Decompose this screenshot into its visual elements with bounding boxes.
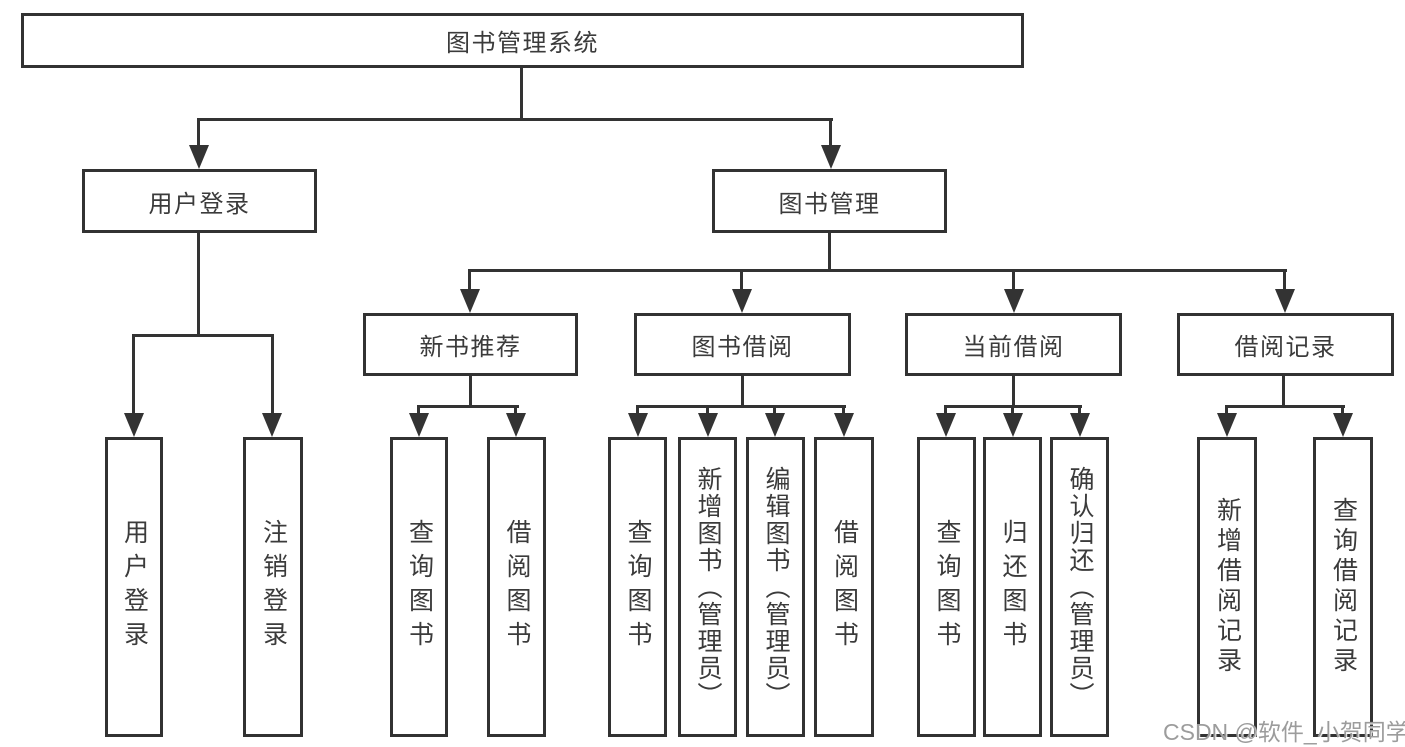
connector-cb-stub-3 [1078, 408, 1081, 416]
node-user-login-label: 用户登录 [148, 190, 251, 218]
arrowhead [1275, 289, 1295, 313]
connector-book-mgmt-split [468, 269, 1287, 272]
connector-cb-trunk [1012, 376, 1015, 407]
leaf-bb-edit-books-admin: 编辑图书（管理员） [746, 437, 805, 737]
connector-cb-stub-2 [1011, 408, 1014, 416]
leaf-user-login-label: 用户登录 [120, 519, 149, 655]
arrowhead [1004, 289, 1024, 313]
arrowhead [460, 289, 480, 313]
csdn-watermark: CSDN @软件_小贺同学 [1163, 719, 1405, 745]
connector-book-mgmt-stub-3 [1012, 272, 1015, 290]
arrowhead [189, 145, 209, 169]
arrowhead [628, 413, 648, 437]
connector-book-mgmt-stub-4 [1283, 272, 1286, 290]
node-book-management: 图书管理 [712, 169, 947, 233]
leaf-br-add-record: 新增借阅记录 [1197, 437, 1257, 737]
arrowhead [936, 413, 956, 437]
node-new-book-recommend-label: 新书推荐 [419, 334, 522, 361]
connector-br-stub-2 [1341, 408, 1344, 416]
leaf-cb-confirm-return-admin: 确认归还（管理员） [1050, 437, 1109, 737]
node-book-borrowing: 图书借阅 [634, 313, 851, 376]
leaf-bb-add-books-admin: 新增图书（管理员） [678, 437, 737, 737]
arrowhead [1217, 413, 1237, 437]
connector-root-trunk [520, 68, 523, 121]
connector-book-mgmt-trunk [828, 233, 831, 271]
node-root: 图书管理系统 [21, 13, 1024, 68]
arrowhead [732, 289, 752, 313]
connector-root-split [197, 118, 833, 121]
arrowhead [506, 413, 526, 437]
leaf-bb-query-books: 查询图书 [608, 437, 667, 737]
arrowhead [765, 413, 785, 437]
leaf-nbr-borrow-books-label: 借阅图书 [503, 519, 531, 655]
connector-bb-stub-1 [636, 408, 639, 416]
connector-root-stub-right [829, 121, 832, 148]
connector-br-split [1225, 405, 1345, 408]
leaf-bb-edit-books-admin-label: 编辑图书（管理员） [762, 465, 790, 709]
node-new-book-recommend: 新书推荐 [363, 313, 578, 376]
leaf-cb-return-books: 归还图书 [983, 437, 1042, 737]
connector-user-login-stub-1 [132, 337, 135, 415]
node-current-borrowing-label: 当前借阅 [962, 334, 1065, 361]
arrowhead [821, 145, 841, 169]
node-borrowing-records-label: 借阅记录 [1234, 334, 1337, 361]
leaf-nbr-query-books: 查询图书 [390, 437, 448, 737]
leaf-cb-return-books-label: 归还图书 [999, 519, 1027, 655]
connector-nbr-trunk [469, 376, 472, 407]
arrowhead [1333, 413, 1353, 437]
node-user-login: 用户登录 [82, 169, 317, 233]
arrowhead [834, 413, 854, 437]
connector-user-login-stub-2 [271, 337, 274, 415]
arrowhead [124, 413, 144, 437]
leaf-logout-login: 注销登录 [243, 437, 303, 737]
leaf-bb-add-books-admin-label: 新增图书（管理员） [694, 465, 722, 709]
leaf-nbr-borrow-books: 借阅图书 [487, 437, 546, 737]
leaf-user-login: 用户登录 [105, 437, 163, 737]
connector-root-stub-left [197, 121, 200, 148]
connector-nbr-stub-2 [514, 408, 517, 416]
connector-cb-stub-1 [944, 408, 947, 416]
connector-bb-trunk [741, 376, 744, 407]
leaf-bb-borrow-books: 借阅图书 [814, 437, 874, 737]
node-root-label: 图书管理系统 [446, 30, 599, 57]
arrowhead [262, 413, 282, 437]
connector-bb-stub-4 [842, 408, 845, 416]
connector-bb-split [636, 405, 846, 408]
leaf-br-query-record-label: 查询借阅记录 [1329, 497, 1358, 677]
connector-book-mgmt-stub-2 [740, 272, 743, 290]
leaf-cb-confirm-return-admin-label: 确认归还（管理员） [1066, 465, 1094, 709]
leaf-br-add-record-label: 新增借阅记录 [1213, 497, 1242, 677]
connector-user-login-trunk [197, 233, 200, 336]
leaf-nbr-query-books-label: 查询图书 [405, 519, 434, 655]
arrowhead [1070, 413, 1090, 437]
arrowhead [698, 413, 718, 437]
connector-bb-stub-3 [773, 408, 776, 416]
leaf-bb-borrow-books-label: 借阅图书 [830, 519, 859, 655]
connector-bb-stub-2 [706, 408, 709, 416]
node-current-borrowing: 当前借阅 [905, 313, 1122, 376]
leaf-logout-login-label: 注销登录 [259, 519, 288, 655]
leaf-bb-query-books-label: 查询图书 [624, 519, 652, 655]
connector-cb-split [944, 405, 1082, 408]
arrowhead [409, 413, 429, 437]
connector-nbr-stub-1 [417, 408, 420, 416]
leaf-cb-query-books-label: 查询图书 [933, 519, 961, 655]
node-book-management-label: 图书管理 [778, 190, 881, 218]
leaf-cb-query-books: 查询图书 [917, 437, 976, 737]
arrowhead [1003, 413, 1023, 437]
connector-nbr-split [417, 405, 519, 408]
node-borrowing-records: 借阅记录 [1177, 313, 1394, 376]
leaf-br-query-record: 查询借阅记录 [1313, 437, 1373, 737]
node-book-borrowing-label: 图书借阅 [691, 334, 794, 361]
connector-book-mgmt-stub-1 [468, 272, 471, 290]
connector-br-stub-1 [1225, 408, 1228, 416]
connector-br-trunk [1282, 376, 1285, 407]
connector-user-login-split [132, 334, 274, 337]
